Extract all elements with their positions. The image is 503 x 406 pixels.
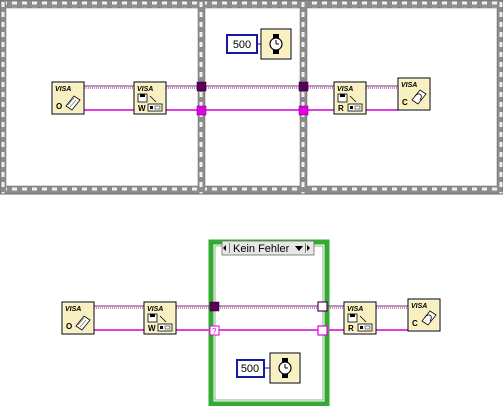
svg-text:R: R (348, 324, 354, 333)
svg-text:W: W (148, 324, 156, 333)
bottom-visa-resource-wire[interactable] (94, 305, 408, 309)
case-structure[interactable] (208, 239, 330, 406)
svg-text:?: ? (212, 327, 217, 336)
svg-text:VISA: VISA (411, 303, 427, 310)
case-selector[interactable]: Kein Fehler (221, 240, 315, 256)
case-dropdown-arrow-icon (295, 246, 303, 251)
svg-text:VISA: VISA (401, 82, 417, 89)
svg-text:VISA: VISA (147, 306, 163, 313)
top-visa-write-icon[interactable]: VISA W (133, 81, 167, 115)
seq-tunnel-error-2 (298, 105, 309, 116)
case-selector-label: Kein Fehler (233, 243, 290, 255)
svg-text:W: W (138, 104, 146, 113)
bottom-visa-open-icon[interactable]: VISA O (61, 301, 95, 335)
case-tunnel-resource-out (317, 301, 328, 312)
seq-tunnel-resource-1 (196, 81, 207, 92)
case-next-arrow-icon (307, 245, 310, 251)
bottom-visa-close-icon[interactable]: VISA C (407, 298, 441, 332)
svg-text:O: O (66, 322, 72, 331)
seq-tunnel-error-1 (196, 105, 207, 116)
case-selector-terminal (209, 325, 220, 336)
svg-text:O: O (56, 102, 62, 111)
bottom-visa-write-icon[interactable]: VISA W (143, 301, 177, 335)
top-wait-ms-icon[interactable] (260, 28, 292, 60)
case-wait-ms-icon[interactable] (269, 352, 301, 384)
svg-text:500: 500 (241, 363, 259, 375)
top-numeric-constant[interactable]: 500 (226, 34, 258, 54)
svg-text:C: C (412, 319, 418, 328)
svg-text:VISA: VISA (337, 86, 353, 93)
case-tunnel-error-out (317, 325, 328, 336)
svg-text:500: 500 (233, 39, 251, 51)
svg-text:C: C (402, 98, 408, 107)
case-tunnel-resource-in (209, 301, 220, 312)
case-numeric-constant[interactable]: 500 (236, 359, 265, 378)
svg-text:VISA: VISA (137, 86, 153, 93)
top-visa-read-icon[interactable]: VISA R (333, 81, 367, 115)
top-visa-close-icon[interactable]: VISA C (397, 77, 431, 111)
seq-tunnel-resource-2 (298, 81, 309, 92)
bottom-visa-read-icon[interactable]: VISA R (343, 301, 377, 335)
top-visa-open-icon[interactable]: VISA O (51, 81, 85, 115)
svg-text:VISA: VISA (347, 306, 363, 313)
svg-text:VISA: VISA (55, 86, 71, 93)
svg-text:VISA: VISA (65, 306, 81, 313)
case-prev-arrow-icon (223, 245, 226, 251)
svg-text:R: R (338, 104, 344, 113)
